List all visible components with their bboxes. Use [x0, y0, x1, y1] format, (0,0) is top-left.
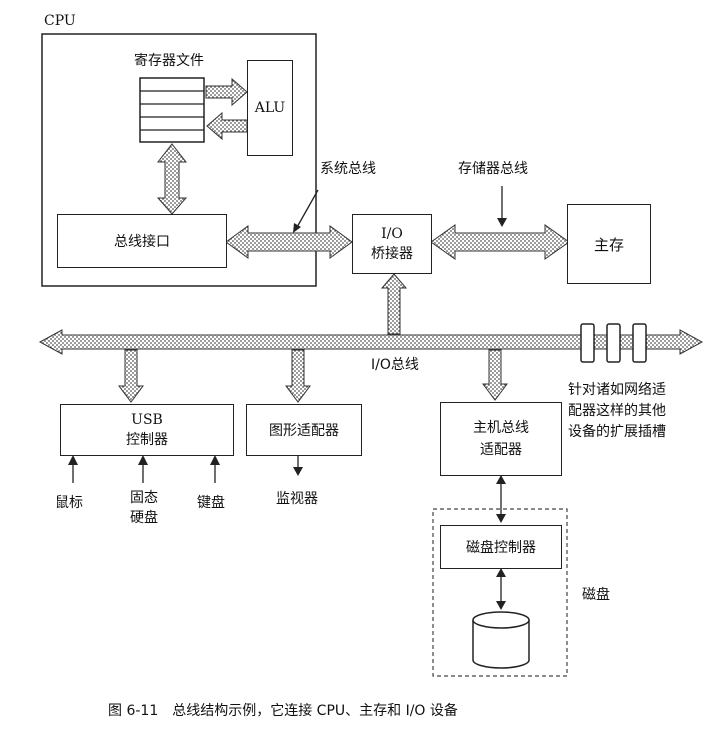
- memory-bus-arrow: [430, 224, 570, 260]
- memory-bus-label: 存储器总线: [458, 161, 528, 177]
- disk-cylinder-icon: [472, 611, 530, 669]
- expansion-slots: [580, 323, 647, 363]
- disk-enclosure: [432, 508, 568, 677]
- graphics-drop-arrow: [285, 349, 311, 403]
- host-adapter-drop-arrow: [482, 349, 508, 401]
- ssd-arrow: [138, 455, 148, 465]
- host-adapter-line2: 适配器: [480, 442, 522, 458]
- usb-drop-arrow: [118, 349, 144, 403]
- monitor-label: 监视器: [276, 491, 318, 507]
- io-bus-label: I/O总线: [371, 357, 419, 373]
- system-bus-arrow: [225, 225, 353, 259]
- mouse-arrow: [68, 455, 78, 465]
- controller-disk-arrow-down: [496, 601, 506, 610]
- host-bus-adapter-box: 主机总线 适配器: [440, 402, 562, 476]
- expansion-line1: 针对诸如网络适: [568, 382, 666, 398]
- keyboard-arrow: [210, 455, 220, 465]
- mouse-label: 鼠标: [55, 495, 83, 511]
- ssd-line1: 固态: [130, 490, 158, 506]
- usb-controller-box: USB 控制器: [60, 404, 234, 456]
- cpu-label: CPU: [44, 13, 76, 29]
- io-bridge-box: I/O 桥接器: [352, 214, 432, 274]
- keyboard-label: 键盘: [197, 495, 225, 511]
- monitor-arrow: [293, 467, 303, 476]
- expansion-line2: 配器这样的其他: [568, 403, 666, 419]
- bus-interface-box: 总线接口: [57, 214, 227, 268]
- figure-caption: 图 6-11 总线结构示例，它连接 CPU、主存和 I/O 设备: [108, 703, 458, 719]
- register-file-stack: [139, 77, 205, 143]
- controller-disk-arrow-up: [496, 568, 506, 577]
- host-adapter-line1: 主机总线: [473, 420, 529, 436]
- io-bridge-line1: I/O: [381, 226, 403, 242]
- expansion-slots-label: 针对诸如网络适 配器这样的其他 设备的扩展插槽: [568, 380, 666, 443]
- bridge-io-bus-arrow: [380, 273, 408, 335]
- graphics-adapter-box: 图形适配器: [246, 404, 362, 456]
- disk-controller-box: 磁盘控制器: [440, 525, 562, 569]
- ssd-label: 固态 硬盘: [124, 488, 164, 528]
- main-memory-box: 主存: [567, 204, 651, 284]
- usb-line1: USB: [131, 412, 163, 428]
- alu-box: ALU: [247, 60, 293, 156]
- cpu-boundary: [41, 33, 317, 287]
- ssd-line2: 硬盘: [130, 510, 158, 526]
- usb-line2: 控制器: [126, 432, 168, 448]
- adapter-controller-arrow-down: [496, 514, 506, 523]
- disk-label: 磁盘: [582, 587, 610, 603]
- expansion-line3: 设备的扩展插槽: [568, 424, 666, 440]
- register-file-label: 寄存器文件: [134, 53, 204, 69]
- system-bus-pointer: [295, 189, 319, 230]
- adapter-controller-arrow-up: [496, 475, 506, 484]
- alu-to-register-arrow: [206, 111, 248, 141]
- io-bridge-line2: 桥接器: [371, 246, 413, 262]
- io-bus-arrow: [38, 329, 704, 355]
- system-bus-label: 系统总线: [320, 161, 376, 177]
- register-to-alu-arrow: [205, 77, 248, 107]
- register-bus-interface-arrow: [156, 143, 188, 215]
